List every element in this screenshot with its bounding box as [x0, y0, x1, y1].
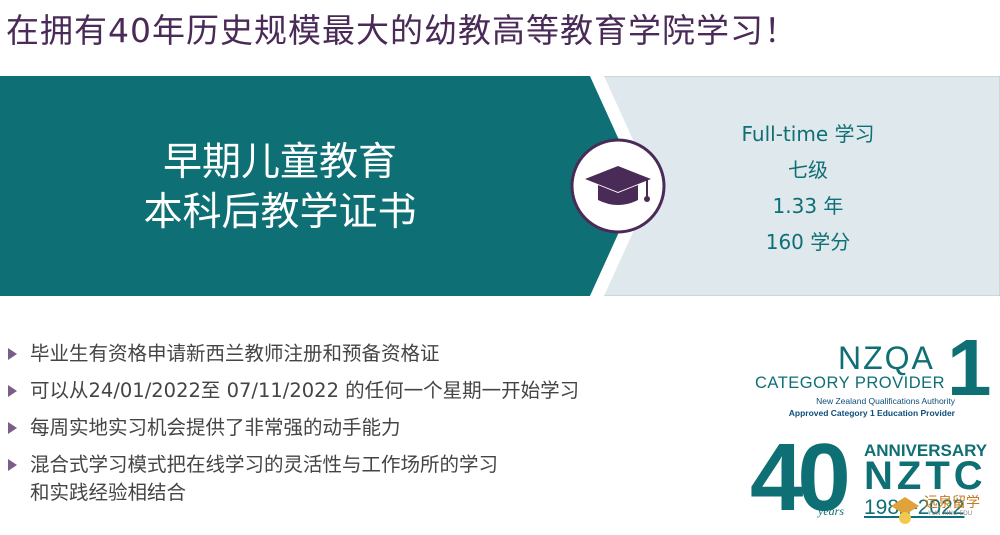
program-title-line2: 本科后教学证书	[143, 190, 417, 235]
banner-shapes	[0, 76, 1000, 296]
program-title: 早期儿童教育 本科后教学证书	[60, 138, 500, 238]
watermark-logo: 远泉留学 YUN XING EDU	[888, 492, 1000, 535]
bullet-triangle-icon	[8, 385, 17, 397]
study-level: 七级	[788, 158, 828, 182]
feature-text: 可以从24/01/2022至 07/11/2022 的任何一个星期一开始学习	[30, 379, 580, 402]
anniversary-number: 40	[750, 424, 851, 531]
study-mode: Full-time 学习	[741, 122, 875, 146]
study-credits: 160 学分	[765, 230, 851, 254]
anniversary-years: years	[818, 504, 844, 518]
feature-text: 和实践经验相结合	[30, 481, 187, 504]
program-title-line1: 早期儿童教育	[162, 140, 397, 185]
feature-item: 毕业生有资格申请新西兰教师注册和预备资格证	[8, 340, 728, 368]
anniversary-org: NZTC	[864, 454, 987, 498]
anniversary-word: ANNIVERSARY	[864, 441, 988, 460]
bullet-triangle-icon	[8, 422, 17, 434]
feature-list: 毕业生有资格申请新西兰教师注册和预备资格证 可以从24/01/2022至 07/…	[8, 340, 728, 516]
graduation-cap-icon	[585, 166, 651, 205]
feature-text: 每周实地实习机会提供了非常强的动手能力	[30, 416, 401, 439]
nzqa-approved: Approved Category 1 Education Provider	[788, 408, 955, 418]
program-arrow-bg	[0, 76, 640, 296]
page-headline: 在拥有40年历史规模最大的幼教高等教育学院学习！	[6, 11, 798, 50]
study-duration: 1.33 年	[772, 194, 844, 218]
watermark-subtext: YUN XING EDU	[928, 510, 973, 517]
feature-item: 每周实地实习机会提供了非常强的动手能力	[8, 414, 728, 442]
feature-text: 混合式学习模式把在线学习的灵活性与工作场所的学习	[30, 453, 499, 476]
watermark-emblem-icon	[891, 497, 919, 524]
bullet-triangle-icon	[8, 348, 17, 360]
feature-item-continuation: 和实践经验相结合	[8, 479, 728, 507]
feature-item: 混合式学习模式把在线学习的灵活性与工作场所的学习	[8, 451, 728, 479]
feature-text: 毕业生有资格申请新西兰教师注册和预备资格证	[30, 342, 440, 365]
nzqa-title: NZQA	[838, 340, 935, 376]
nzqa-logo: NZQA 1 CATEGORY PROVIDER New Zealand Qua…	[755, 328, 995, 422]
nzqa-category-label: CATEGORY PROVIDER	[755, 374, 946, 392]
program-info: Full-time 学习 七级 1.33 年 160 学分	[708, 116, 908, 260]
program-banner	[0, 76, 1000, 296]
nzqa-category-number: 1	[947, 323, 992, 412]
bullet-triangle-icon	[8, 459, 17, 471]
watermark-text: 远泉留学	[924, 495, 980, 511]
nzqa-authority: New Zealand Qualifications Authority	[816, 396, 955, 406]
feature-item: 可以从24/01/2022至 07/11/2022 的任何一个星期一开始学习	[8, 377, 728, 405]
